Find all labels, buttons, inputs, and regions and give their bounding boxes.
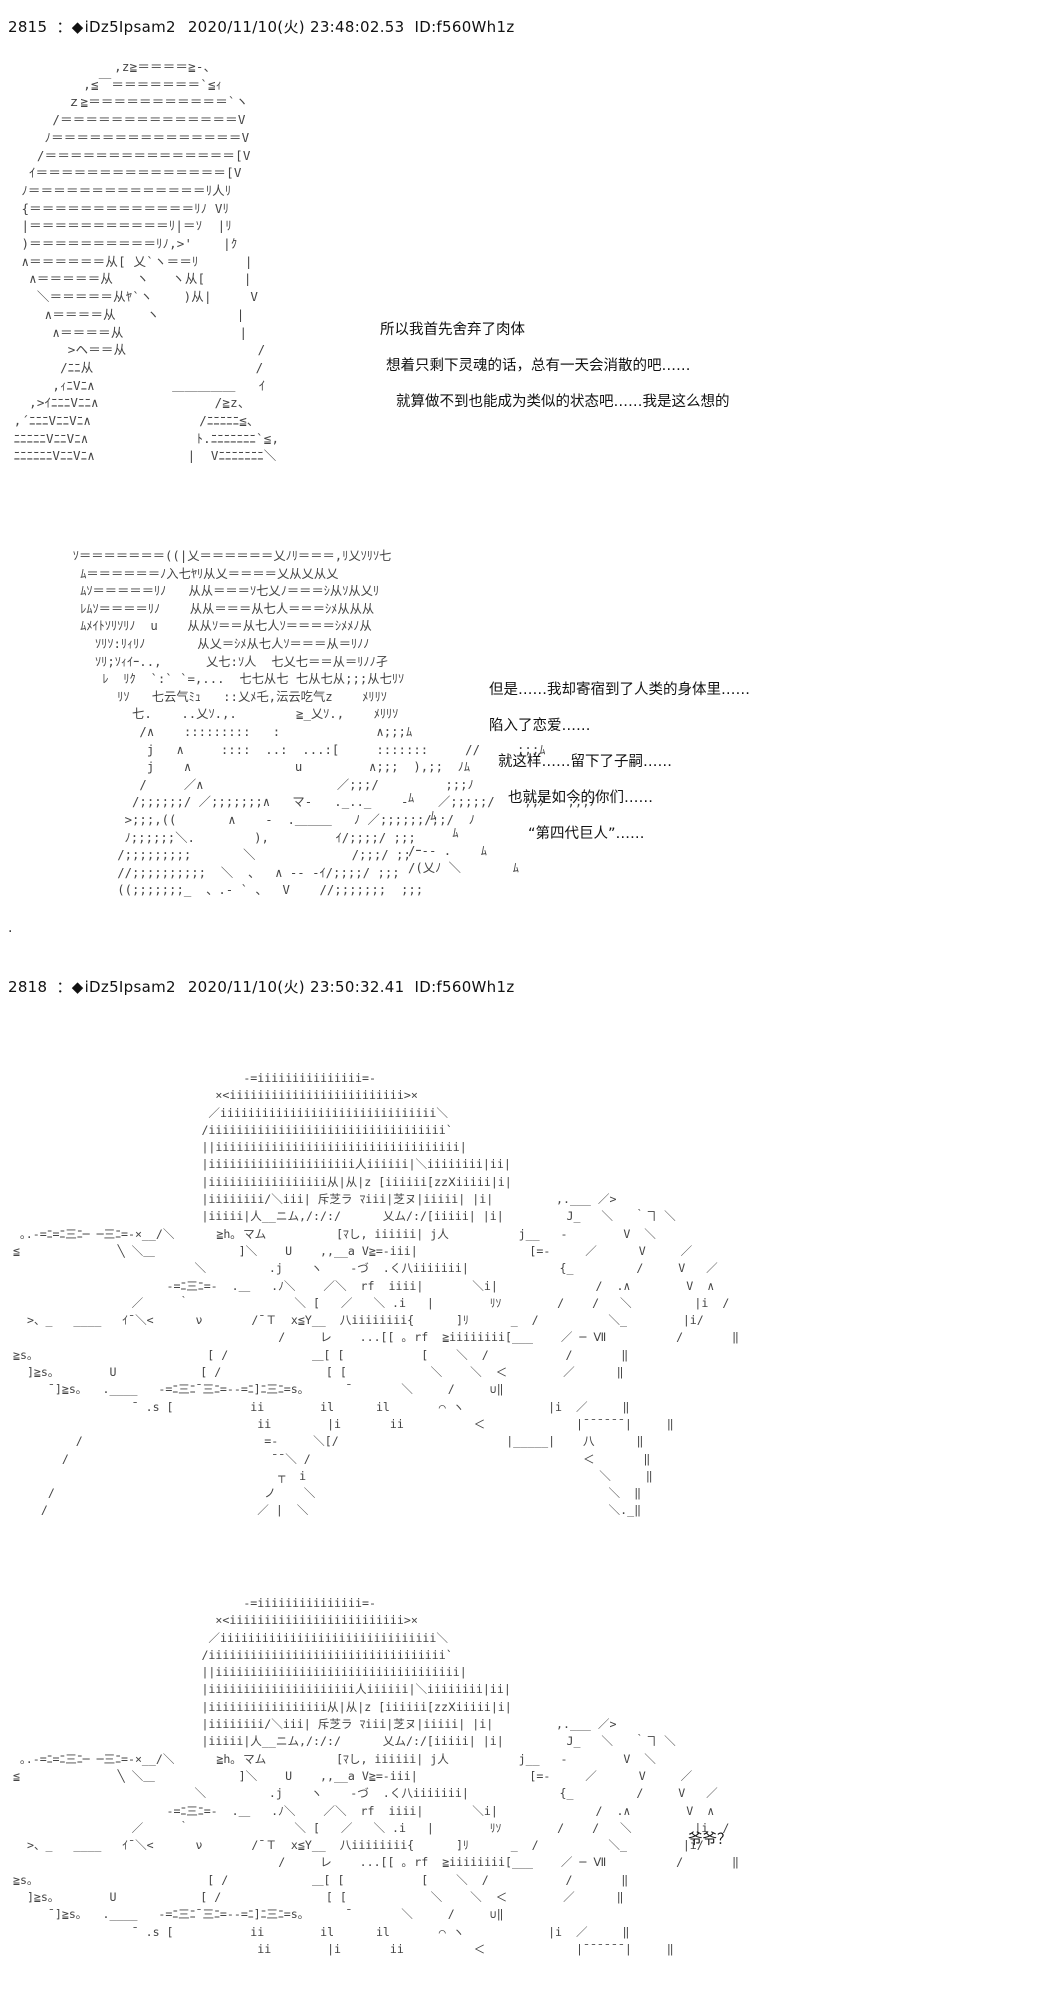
- dialog-line-6: 就这样……留下了子嗣……: [498, 754, 672, 770]
- poster-trip: iDz5Ipsam2: [84, 18, 176, 36]
- dialog-line-1: 所以我首先舍弃了肉体: [380, 322, 525, 338]
- trip-marker: ◆: [71, 978, 84, 996]
- post-datetime: 2020/11/10(火) 23:48:02.53: [187, 18, 405, 36]
- ascii-art-side-marks: ﾑ ﾑ ﾑ /ｰ-- . ﾑ /(乂ﾉ ＼ ﾑ: [408, 791, 519, 876]
- dialog-line-2: 想着只剩下灵魂的话，总有一天会消散的吧……: [386, 358, 691, 374]
- ascii-art-figure-lower: ｿ＝＝＝＝＝＝＝((|乂＝＝＝＝＝＝乂ﾉﾘ＝＝＝,ﾘ乂ｿﾘｿ七 ﾑ＝＝＝＝＝＝ﾉ…: [72, 549, 596, 898]
- dialog-line-3: 就算做不到也能成为类似的状态吧……我是这么想的: [396, 394, 730, 410]
- dialog-line-8: “第四代巨人”……: [528, 826, 645, 842]
- ascii-art-scene-first: -=iiiiiiiiiiiiiii=- ×<iiiiiiiiiiiiiiiiii…: [12, 1071, 739, 1518]
- dialog-line-7: 也就是如今的你们……: [508, 790, 653, 806]
- ascii-art-scene-second: -=iiiiiiiiiiiiiii=- ×<iiiiiiiiiiiiiiiiii…: [12, 1596, 739, 1956]
- dialog-line-4: 但是……我却寄宿到了人类的身体里……: [489, 682, 750, 698]
- post-datetime: 2020/11/10(火) 23:50:32.41: [187, 978, 405, 996]
- post-separator: .: [8, 920, 13, 936]
- dialog-line-5: 陷入了恋爱……: [489, 718, 591, 734]
- ascii-art-figure-upper: ,z≧＝＝＝＝≧-、 ,≦￣＝＝＝＝＝＝＝`≦ｨ ｚ≧＝＝＝＝＝＝＝＝＝＝＝`ヽ…: [13, 59, 280, 464]
- dialog-grandpa: 爷爷？: [688, 1832, 732, 1848]
- trip-marker: ◆: [71, 18, 84, 36]
- post-number[interactable]: 2818: [8, 978, 48, 996]
- post-number[interactable]: 2815: [8, 18, 48, 36]
- poster-trip: iDz5Ipsam2: [84, 978, 176, 996]
- poster-id[interactable]: ID:f560Wh1z: [414, 978, 515, 996]
- poster-id[interactable]: ID:f560Wh1z: [414, 18, 515, 36]
